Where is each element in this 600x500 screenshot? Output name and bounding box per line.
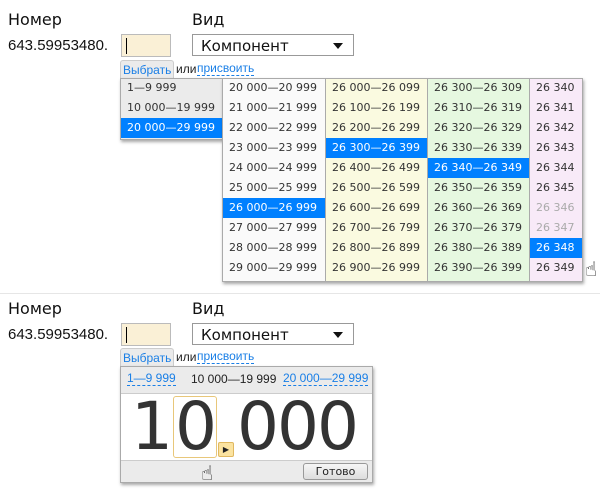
range-item[interactable]: 26 343	[536, 141, 575, 154]
tab-select[interactable]: Выбрать	[120, 60, 175, 79]
number-picker: 1—9 999 10 000—19 999 20 000—29 999 1 0 …	[120, 366, 373, 485]
type-select-value: Компонент	[201, 37, 289, 55]
assign-link[interactable]: присвоить	[197, 61, 255, 76]
range-item[interactable]: 24 000—24 999	[229, 161, 317, 174]
number-list: 26 340 26 341 26 342 26 343 26 344 26 345 26 3…	[530, 78, 582, 278]
divider	[0, 293, 600, 294]
range-level2-list: 20 000—20 999 21 000—21 999 22 000—22 999 2…	[223, 78, 325, 278]
range-item[interactable]: 26 500—26 599	[332, 181, 420, 194]
number-label: Номер	[8, 10, 62, 29]
range-item[interactable]: 26 350—26 359	[434, 181, 522, 194]
range-item[interactable]: 26 348	[530, 238, 582, 258]
range-item[interactable]: 26 349	[536, 261, 575, 274]
range-item[interactable]: 26 900—26 999	[332, 261, 420, 274]
hand-cursor-icon: ☝	[585, 257, 598, 281]
range-item[interactable]: 26 390—26 399	[434, 261, 522, 274]
range-level1-list: 1—9 999 10 000—19 999 20 000—29 999	[121, 78, 222, 138]
type-select[interactable]: Компонент	[192, 323, 354, 345]
range-item[interactable]: 26 300—26 309	[434, 81, 522, 94]
digit[interactable]: 1	[131, 388, 173, 465]
range-item[interactable]: 26 341	[536, 101, 575, 114]
range-item[interactable]: 26 342	[536, 121, 575, 134]
range-item[interactable]: 26 340—26 349	[428, 158, 529, 178]
range-item[interactable]: 26 345	[536, 181, 575, 194]
chevron-down-icon	[333, 332, 343, 338]
range-item[interactable]: 23 000—23 999	[229, 141, 317, 154]
done-button[interactable]: Готово	[303, 463, 368, 480]
number-prefix: 643.59953480.	[8, 326, 109, 343]
range-item[interactable]: 26 400—26 499	[332, 161, 420, 174]
range-item[interactable]: 21 000—21 999	[229, 101, 317, 114]
tab-select[interactable]: Выбрать	[120, 348, 175, 367]
range-item[interactable]: 29 000—29 999	[229, 261, 317, 274]
digit-active[interactable]: 0	[175, 388, 217, 465]
range-current: 10 000—19 999	[191, 372, 277, 386]
range-link[interactable]: 1—9 999	[127, 371, 176, 386]
range-item[interactable]: 20 000—20 999	[229, 81, 317, 94]
range-item[interactable]: 26 600—26 699	[332, 201, 420, 214]
range-item[interactable]: 1—9 999	[127, 81, 177, 94]
range-item[interactable]: 26 800—26 899	[332, 241, 420, 254]
number-label: Номер	[8, 299, 62, 318]
hand-cursor-icon: ☝	[201, 461, 214, 485]
chevron-down-icon	[333, 43, 343, 49]
range-item[interactable]: 26 700—26 799	[332, 221, 420, 234]
digits[interactable]: 000	[237, 388, 359, 465]
type-label: Вид	[192, 299, 225, 318]
type-label: Вид	[192, 10, 225, 29]
range-item[interactable]: 26 100—26 199	[332, 101, 420, 114]
range-item[interactable]: 28 000—28 999	[229, 241, 317, 254]
range-item[interactable]: 20 000—29 999	[121, 118, 222, 138]
range-item[interactable]: 26 380—26 389	[434, 241, 522, 254]
range-item[interactable]: 26 300—26 399	[326, 138, 427, 158]
range-item[interactable]: 26 310—26 319	[434, 101, 522, 114]
range-item[interactable]: 22 000—22 999	[229, 121, 317, 134]
range-item[interactable]: 26 360—26 369	[434, 201, 522, 214]
number-input[interactable]	[121, 323, 171, 346]
type-select-value: Компонент	[201, 326, 289, 344]
range-link[interactable]: 20 000—29 999	[283, 371, 369, 386]
active-digit-frame	[173, 396, 217, 458]
assign-link[interactable]: присвоить	[197, 349, 255, 364]
next-digit-button[interactable]: ▶	[218, 442, 234, 457]
or-text: или	[176, 350, 197, 364]
range-item[interactable]: 26 320—26 329	[434, 121, 522, 134]
range-item[interactable]: 25 000—25 999	[229, 181, 317, 194]
or-text: или	[176, 62, 197, 76]
range-item[interactable]: 26 200—26 299	[332, 121, 420, 134]
range-item[interactable]: 27 000—27 999	[229, 221, 317, 234]
range-item[interactable]: 26 330—26 339	[434, 141, 522, 154]
type-select[interactable]: Компонент	[192, 34, 354, 56]
range-level4-list: 26 300—26 309 26 310—26 319 26 320—26 329 2…	[428, 78, 529, 278]
range-item[interactable]: 26 370—26 379	[434, 221, 522, 234]
range-item[interactable]: 26 347	[536, 221, 575, 234]
big-number: 1 0 000 ▶	[121, 393, 372, 461]
range-item[interactable]: 26 346	[536, 201, 575, 214]
range-item[interactable]: 26 344	[536, 161, 575, 174]
range-item[interactable]: 26 000—26 999	[223, 198, 325, 218]
range-item[interactable]: 10 000—19 999	[127, 101, 215, 114]
range-item[interactable]: 26 340	[536, 81, 575, 94]
number-input[interactable]	[121, 34, 171, 57]
range-item[interactable]: 26 000—26 099	[332, 81, 420, 94]
range-level3-list: 26 000—26 099 26 100—26 199 26 200—26 299 2…	[326, 78, 427, 278]
number-prefix: 643.59953480.	[8, 37, 109, 54]
